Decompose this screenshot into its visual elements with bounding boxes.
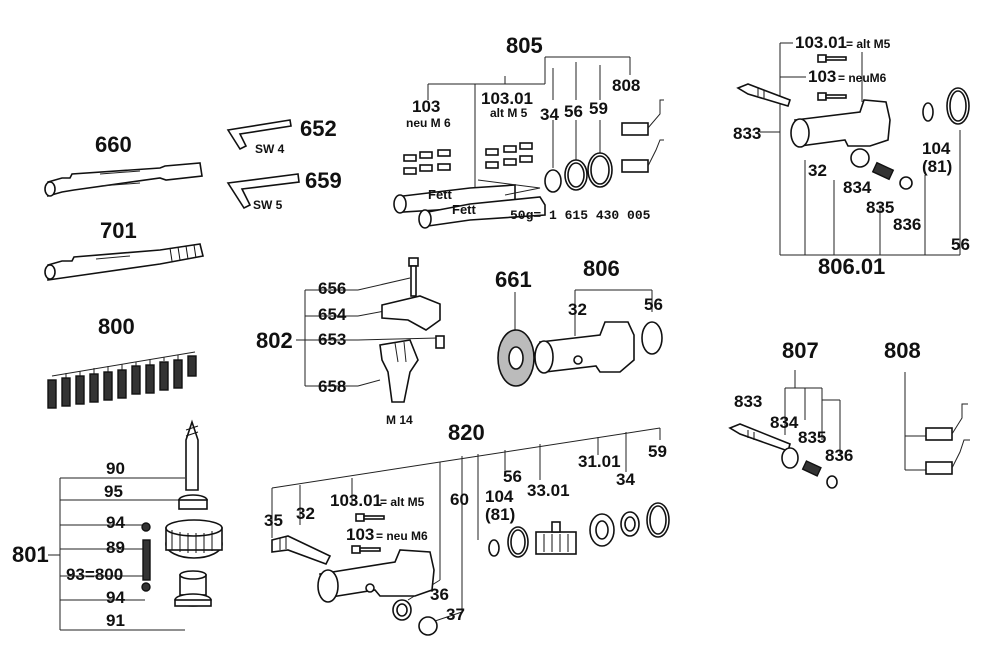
part-80601-housing-assembly: 806.01 103.01 = alt M5 103 = neuM6 833 3… (733, 33, 970, 279)
label-820-10301: 103.01 (330, 491, 382, 510)
label-820-3101: 31.01 (578, 452, 621, 471)
label-80601-81: (81) (922, 157, 952, 176)
label-80601-833: 833 (733, 124, 761, 143)
label-820-10301-note: = alt M5 (380, 495, 425, 509)
label-820-60: 60 (450, 490, 469, 509)
label-802-m14: M 14 (386, 413, 413, 427)
label-805-fett2: Fett (452, 202, 477, 217)
label-805-59: 59 (589, 99, 608, 118)
part-807-shaft-assembly: 807 833 834 835 836 (728, 338, 853, 489)
label-807-835: 835 (798, 428, 826, 447)
label-80601-10301: 103.01 (795, 33, 847, 52)
label-80601-104: 104 (922, 139, 951, 158)
label-820-56: 56 (503, 467, 522, 486)
label-652: 652 (300, 116, 337, 141)
label-820-3301: 33.01 (527, 481, 570, 500)
label-806: 806 (583, 256, 620, 281)
label-820-35: 35 (264, 511, 283, 530)
label-807-834: 834 (770, 413, 799, 432)
label-820-103-note: = neu M6 (376, 529, 428, 543)
label-802-653: 653 (318, 330, 346, 349)
label-802-656: 656 (318, 279, 346, 298)
label-80601-10301-note: = alt M5 (846, 37, 891, 51)
label-807-833: 833 (734, 392, 762, 411)
label-80601-103: 103 (808, 67, 836, 86)
label-805-34: 34 (540, 105, 559, 124)
part-659-hex-key: 659 SW 5 (226, 168, 342, 212)
label-820-59: 59 (648, 442, 667, 461)
part-652-hex-key: 652 SW 4 (226, 116, 337, 156)
label-820-32: 32 (296, 504, 315, 523)
label-801-91: 91 (106, 611, 125, 630)
label-659-sw: SW 5 (253, 198, 283, 212)
label-801-89: 89 (106, 538, 125, 557)
part-808-brushes: 808 (884, 338, 970, 475)
part-801-gear-assembly: 801 90 95 94 89 93=800 94 91 (12, 419, 223, 631)
label-801: 801 (12, 542, 49, 567)
label-802-658: 658 (318, 377, 346, 396)
label-806-32: 32 (568, 300, 587, 319)
part-701-shaft: 701 (44, 218, 204, 281)
label-805-56: 56 (564, 102, 583, 121)
label-80601-56: 56 (951, 235, 970, 254)
part-806-housing: 806 32 56 (534, 256, 663, 374)
part-805-kit: 805 103 neu M 6 103.01 alt M 5 34 56 59 … (393, 33, 664, 229)
label-661: 661 (495, 267, 532, 292)
label-801-95: 95 (104, 482, 123, 501)
label-80601-836: 836 (893, 215, 921, 234)
label-805: 805 (506, 33, 543, 58)
label-805-10301-note: alt M 5 (490, 106, 528, 120)
label-659: 659 (305, 168, 342, 193)
label-652-sw: SW 4 (255, 142, 285, 156)
label-808: 808 (884, 338, 921, 363)
label-802-654: 654 (318, 305, 347, 324)
part-660-shaft: 660 (44, 132, 203, 198)
label-805-10301: 103.01 (481, 89, 533, 108)
label-801-94b: 94 (106, 588, 125, 607)
label-805-103-note: neu M 6 (406, 116, 451, 130)
label-806-56: 56 (644, 295, 663, 314)
label-820-104: 104 (485, 487, 514, 506)
label-820-36: 36 (430, 585, 449, 604)
label-802: 802 (256, 328, 293, 353)
label-820-81: (81) (485, 505, 515, 524)
label-801-93: 93=800 (66, 565, 123, 584)
part-820-assembly: 820 35 32 60 56 33.01 31.01 34 59 36 37 … (264, 420, 670, 636)
label-80601-835: 835 (866, 198, 894, 217)
label-660: 660 (95, 132, 132, 157)
label-80601-32: 32 (808, 161, 827, 180)
label-800: 800 (98, 314, 135, 339)
label-820-103: 103 (346, 525, 374, 544)
label-801-90: 90 (106, 459, 125, 478)
label-801-94a: 94 (106, 513, 125, 532)
label-820-34: 34 (616, 470, 635, 489)
label-805-fett1: Fett (428, 187, 453, 202)
part-802-fork-assembly: 802 656 654 653 658 M 14 (256, 257, 445, 427)
label-807-836: 836 (825, 446, 853, 465)
label-805-103: 103 (412, 97, 440, 116)
label-80601-834: 834 (843, 178, 872, 197)
label-820-37: 37 (446, 605, 465, 624)
label-805-part-number: 50g= 1 615 430 005 (510, 208, 651, 223)
part-800-springs: 800 (47, 314, 197, 409)
label-807: 807 (782, 338, 819, 363)
label-820: 820 (448, 420, 485, 445)
part-661-grinding-wheel: 661 (495, 267, 535, 387)
label-805-808: 808 (612, 76, 640, 95)
label-80601: 806.01 (818, 254, 885, 279)
label-701: 701 (100, 218, 137, 243)
